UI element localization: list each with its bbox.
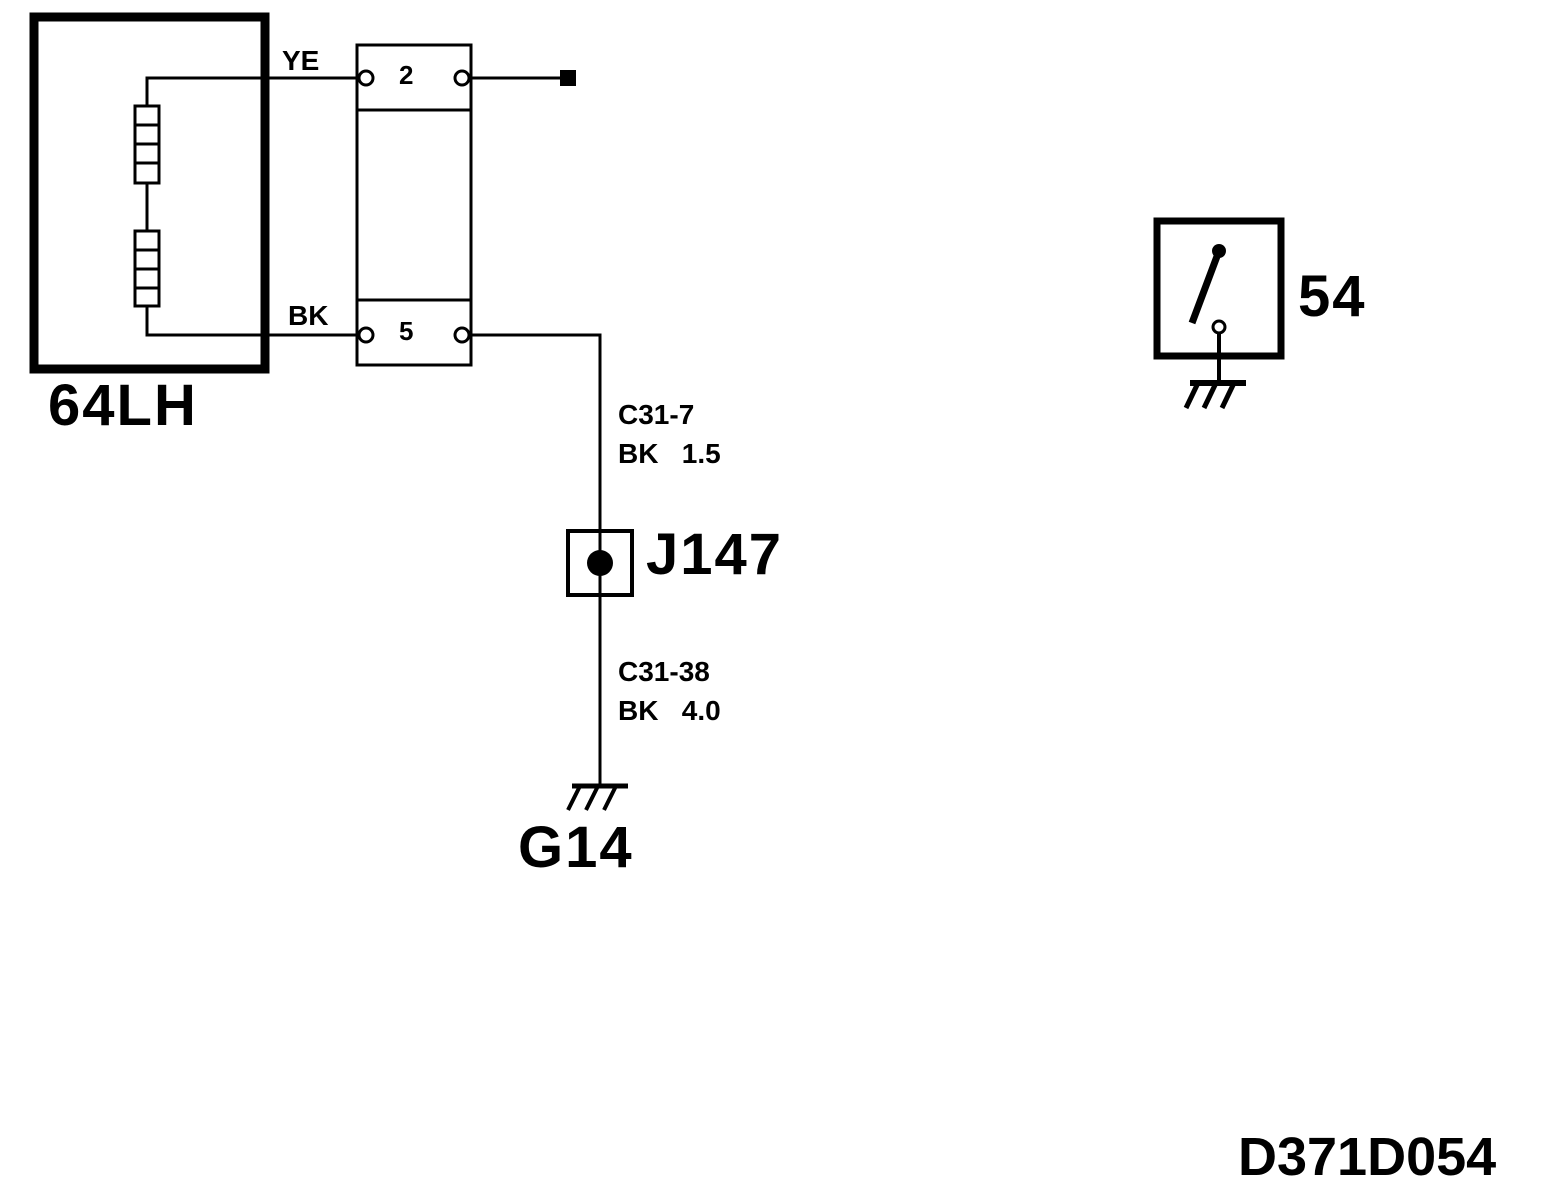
wire-color-ye: YE bbox=[282, 45, 319, 76]
component-64lh: 64LH bbox=[29, 12, 357, 438]
pin-5-label: 5 bbox=[399, 316, 413, 346]
upper-wire-circuit: C31-7 bbox=[618, 399, 694, 430]
ground-wire bbox=[469, 333, 602, 785]
element-wire-top bbox=[145, 76, 357, 106]
junction-dot bbox=[587, 550, 613, 576]
pin-2-label: 2 bbox=[399, 60, 413, 90]
pin-2-left-terminal bbox=[357, 69, 375, 87]
connector: 2 5 bbox=[355, 43, 473, 367]
lower-wire-spec: BK 4.0 bbox=[618, 695, 721, 726]
pin-2-right-terminal bbox=[453, 69, 471, 87]
component-64lh-box bbox=[29, 12, 270, 374]
switch-54: 54 bbox=[1153, 217, 1367, 410]
ground-g14: G14 bbox=[518, 783, 634, 880]
wire-color-bk: BK bbox=[288, 300, 328, 331]
junction-label: J147 bbox=[646, 522, 783, 587]
connector-body bbox=[355, 43, 473, 367]
pin-5-left-terminal bbox=[357, 326, 375, 344]
switch-label: 54 bbox=[1298, 264, 1367, 329]
drawing-code: D371D054 bbox=[1238, 1127, 1496, 1187]
component-64lh-label: 64LH bbox=[48, 373, 198, 438]
upper-wire-spec: BK 1.5 bbox=[618, 438, 721, 469]
heating-element-2 bbox=[133, 229, 161, 308]
lower-wire-circuit: C31-38 bbox=[618, 656, 710, 687]
heating-element-1 bbox=[133, 104, 161, 185]
wire-terminator bbox=[560, 70, 576, 86]
pin-5-right-terminal bbox=[453, 326, 471, 344]
switch-lever bbox=[1188, 249, 1223, 325]
junction-j147: J147 bbox=[566, 522, 783, 597]
element-wire-bottom bbox=[145, 306, 357, 337]
switch-contact bbox=[1211, 319, 1227, 335]
ground-label: G14 bbox=[518, 815, 634, 880]
